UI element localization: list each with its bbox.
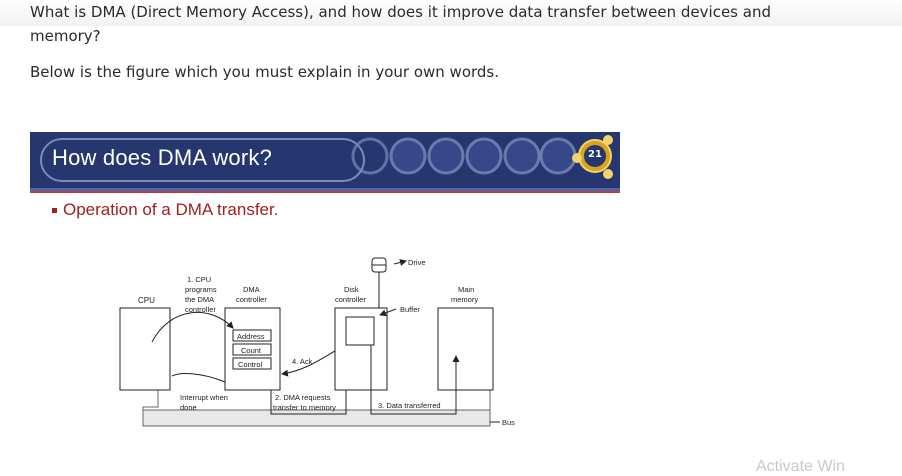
drive-label: Drive <box>408 258 426 267</box>
register-address <box>232 329 272 342</box>
buffer-label: Buffer <box>400 305 420 314</box>
step1-line2: programs <box>185 285 217 294</box>
interrupt-arrow <box>171 373 226 383</box>
header-rule-blue <box>30 188 620 191</box>
activate-windows-watermark: Activate Win <box>756 458 845 475</box>
step1-line1: 1. CPU <box>187 275 211 284</box>
register-control <box>232 357 272 370</box>
step3-label: 3. Data transferred <box>378 401 441 410</box>
disk-label-2: controller <box>335 295 366 304</box>
bullet-text: Operation of a DMA transfer. <box>63 200 279 219</box>
interrupt-line1: Interrupt when <box>180 393 228 402</box>
buffer-box <box>345 316 375 346</box>
slide-image: How does DMA work? 21 Operation of a DMA… <box>30 132 620 448</box>
slide-number-badge: 21 <box>588 149 602 160</box>
ack-label: 4. Ack <box>292 357 313 366</box>
bullet-marker <box>52 208 57 214</box>
header-logos <box>351 135 613 179</box>
step2-line1: 2. DMA requests <box>275 393 331 402</box>
step3-path <box>370 345 460 415</box>
register-count <box>232 343 272 356</box>
bus-label: Bus <box>502 418 515 427</box>
slide-title: How does DMA work? <box>52 145 273 170</box>
main-memory-box <box>437 307 494 391</box>
dma-label-1: DMA <box>243 285 260 294</box>
bus <box>142 409 491 427</box>
title-ribbon <box>40 138 365 182</box>
dma-diagram: CPU 1. CPU programs the DMA controller D… <box>119 257 515 427</box>
step1-line4: controller <box>185 305 216 314</box>
question-text: What is DMA (Direct Memory Access), and … <box>30 3 771 45</box>
step1-arrow <box>151 311 234 343</box>
step1-line3: the DMA <box>185 295 214 304</box>
cpu-label: CPU <box>138 296 155 305</box>
register-count-label: Count <box>241 346 262 355</box>
header-rule-red <box>30 191 620 193</box>
instruction-text: Below is the figure which you must expla… <box>30 63 499 81</box>
step2-line2: transfer to memory <box>273 403 336 412</box>
slide-header: How does DMA work? 21 <box>30 132 620 188</box>
cpu-box <box>119 307 171 391</box>
step2-bracket <box>270 379 350 415</box>
top-bar <box>0 0 902 26</box>
dma-label-2: controller <box>236 295 267 304</box>
bullet-point: Operation of a DMA transfer. <box>52 200 278 220</box>
disk-label-1: Disk <box>344 285 359 294</box>
memory-label-1: Main <box>458 285 474 294</box>
register-address-label: Address <box>237 332 265 341</box>
memory-label-2: memory <box>451 295 478 304</box>
register-control-label: Control <box>238 360 263 369</box>
interrupt-line2: done <box>180 403 197 412</box>
